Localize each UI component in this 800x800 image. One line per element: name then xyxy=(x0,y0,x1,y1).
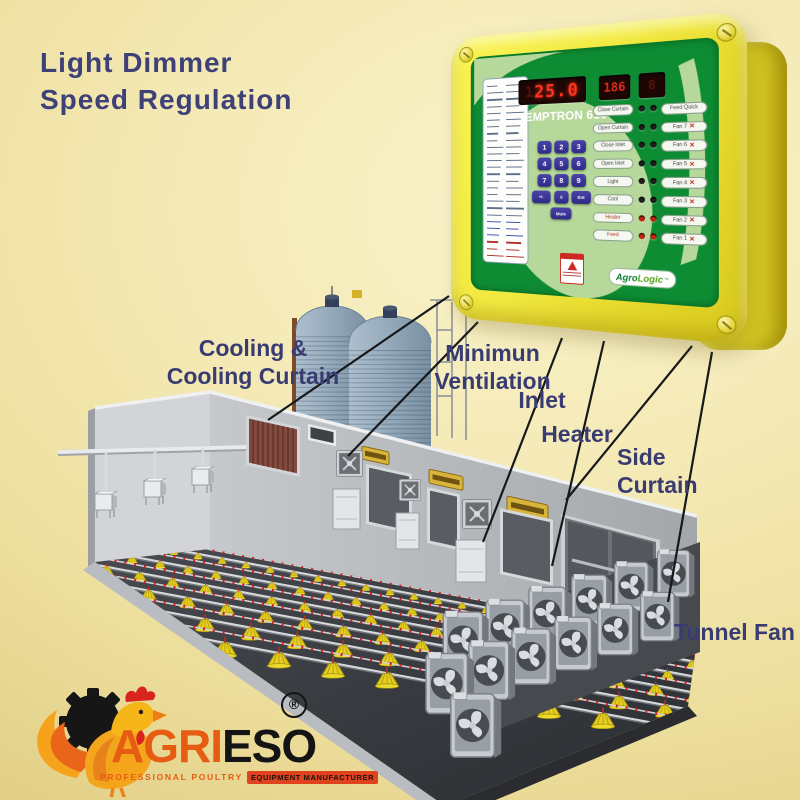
feeder-pan xyxy=(104,616,130,639)
button-open-curtain: Open Curtain xyxy=(592,121,634,134)
key-0: 0 xyxy=(554,190,569,204)
tunnel-fan-unit xyxy=(554,616,598,672)
tunnel-fan-unit xyxy=(511,627,557,686)
led-indicator xyxy=(638,123,645,130)
headline-line1: Light Dimmer xyxy=(40,47,233,78)
tank-bracket xyxy=(352,290,362,298)
button-fan-3: Fan 3✕ xyxy=(660,195,708,208)
key-9: 9 xyxy=(571,173,586,188)
label-heater: Heater xyxy=(541,421,613,447)
agrieso-logo: AGRIESO ® PROFESSIONAL POULTRY EQUIPMENT… xyxy=(15,682,379,800)
cooling-pad xyxy=(246,415,300,477)
headline-line2: Speed Regulation xyxy=(40,84,293,115)
button-feed-quick: Feed Quick xyxy=(660,101,708,115)
led-indicator xyxy=(650,123,657,130)
screw xyxy=(459,293,474,311)
label-inlet: Inlet xyxy=(518,387,566,413)
inlet-slot xyxy=(308,424,336,447)
key-5: 5 xyxy=(554,157,569,171)
warning-sticker xyxy=(559,252,585,285)
button-fan-6: Fan 6✕ xyxy=(660,139,708,152)
headline: Light Dimmer Speed Regulation xyxy=(40,44,292,118)
poultry-house xyxy=(57,390,700,800)
key-Ent: Ent xyxy=(571,190,591,205)
key-1: 1 xyxy=(537,140,552,154)
tunnel-fan-unit xyxy=(449,692,503,759)
button-fan-2: Fan 2✕ xyxy=(660,214,708,227)
led-indicator xyxy=(638,160,645,167)
feeder-pan xyxy=(693,674,697,687)
button-light: Light xyxy=(592,176,634,188)
button-cool: Cool xyxy=(592,194,634,206)
button-fan-7: Fan 7✕ xyxy=(660,120,708,133)
tagline: PROFESSIONAL POULTRY EQUIPMENT MANUFACTU… xyxy=(100,770,379,784)
led-indicator xyxy=(638,214,645,222)
floor-apron xyxy=(83,562,437,800)
tank-pipe xyxy=(292,318,297,432)
feed-pipe xyxy=(57,445,247,493)
leader-lines xyxy=(267,295,714,603)
key-2: 2 xyxy=(554,140,569,154)
key-+/-: +/- xyxy=(532,190,551,204)
left-wall xyxy=(95,392,210,562)
button-fan-4: Fan 4✕ xyxy=(660,177,708,189)
rooster-gear-emblem xyxy=(37,686,167,800)
fan-blade-icon: ✕ xyxy=(689,142,695,150)
brand-name: AGRIESO xyxy=(111,720,317,772)
key-7: 7 xyxy=(537,174,552,187)
wall-top-edge xyxy=(94,390,698,518)
fan-blade-icon: ✕ xyxy=(689,217,695,225)
fan-blade-icon: ✕ xyxy=(689,180,695,187)
button-feed: Feed xyxy=(592,229,634,242)
fan-blade-icon: ✕ xyxy=(689,123,695,131)
key-Mute: Mute xyxy=(550,207,572,220)
heater-bars xyxy=(361,445,549,521)
label-tunnel-fan: Tunnel Fan xyxy=(674,619,795,645)
led-indicator xyxy=(650,215,657,222)
key-6: 6 xyxy=(571,156,586,171)
button-fan-5: Fan 5✕ xyxy=(660,158,708,170)
button-open-inlet: Open Inlet xyxy=(592,158,634,170)
button-fan-1: Fan 1✕ xyxy=(660,232,708,246)
button-close-curtain: Close Curtain xyxy=(592,103,634,117)
label-cooling: Cooling &Cooling Curtain xyxy=(166,335,340,389)
key-4: 4 xyxy=(537,157,552,171)
led-indicator xyxy=(638,196,645,203)
key-3: 3 xyxy=(571,139,586,154)
screw xyxy=(716,314,737,335)
led-indicator xyxy=(650,160,657,167)
tunnel-fan-unit xyxy=(468,640,516,702)
button-heater: Heater xyxy=(592,211,634,224)
feeder-pan xyxy=(102,596,124,615)
button-close-inlet: Close Inlet xyxy=(592,140,634,152)
led-indicator xyxy=(650,196,657,204)
key-8: 8 xyxy=(554,174,569,187)
fan-blade-icon: ✕ xyxy=(689,161,695,168)
registered-mark: ® xyxy=(281,692,307,718)
floor-side xyxy=(459,706,697,800)
rooster-icon xyxy=(37,686,167,800)
fan-blade-icon: ✕ xyxy=(689,199,695,206)
aux-display-2: 8 xyxy=(638,71,666,99)
aux-display-1: 186 xyxy=(598,74,631,101)
wall-fans xyxy=(332,450,492,583)
fan-blade-icon: ✕ xyxy=(689,236,695,244)
screw xyxy=(716,22,737,43)
tunnel-fan-unit xyxy=(597,603,639,657)
